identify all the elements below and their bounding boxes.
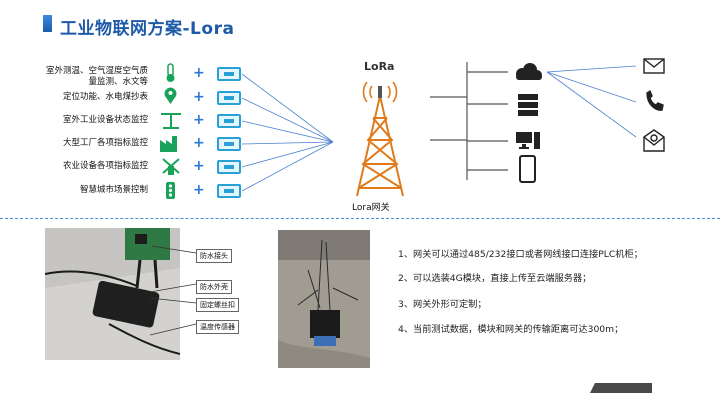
plus-sign: +	[193, 65, 205, 81]
windmill-icon	[162, 158, 180, 175]
cloud-icon	[516, 63, 542, 80]
oil-pump-icon	[161, 113, 181, 129]
plus-sign: +	[193, 158, 205, 174]
server-icon	[518, 94, 538, 116]
title-accent-bar	[43, 15, 52, 32]
note-1: 1、网关可以通过485/232接口或者网线接口连接PLC机柜；	[398, 249, 643, 260]
computer-icon	[516, 132, 540, 149]
note-4: 4、当前测试数据，模块和网关的传输距离可达300m；	[398, 324, 624, 335]
thermometer-icon	[166, 63, 175, 82]
lora-module-chip-icon	[217, 114, 241, 128]
traffic-light-icon	[166, 182, 175, 199]
section-divider	[0, 218, 720, 219]
callout-waterproof-connector: 防水接头	[196, 249, 232, 263]
plus-sign: +	[193, 112, 205, 128]
plus-sign: +	[193, 182, 205, 198]
node-hardware-photo	[45, 228, 180, 360]
phone-icon	[646, 89, 664, 111]
lora-module-chip-icon	[217, 91, 241, 105]
mail-icon	[643, 58, 665, 74]
email-alert-icon	[643, 129, 665, 152]
plus-sign: +	[193, 135, 205, 151]
source-label-metering: 定位功能、水电煤抄表	[62, 92, 148, 102]
note-2: 2、可以选装4G模块，直接上传至云端服务器；	[398, 273, 592, 284]
source-label-industrial: 室外工业设备状态监控	[62, 115, 148, 125]
footer-decoration-bar	[590, 383, 652, 393]
lora-logo: LoRa	[364, 60, 395, 73]
callout-temperature-sensor: 温度传感器	[196, 320, 239, 334]
callout-waterproof-shell: 防水外壳	[196, 280, 232, 294]
note-3: 3、网关外形可定制；	[398, 299, 487, 310]
plus-sign: +	[193, 89, 205, 105]
source-label-smart-city: 智慧城市场景控制	[79, 185, 148, 195]
source-label-agriculture: 农业设备各项指标监控	[62, 161, 148, 171]
source-icons	[160, 63, 181, 199]
lora-module-chip-icon	[217, 160, 241, 174]
notification-icons	[643, 58, 665, 152]
page-title: 工业物联网方案-Lora	[60, 19, 235, 39]
lora-module-chip-icon	[217, 137, 241, 151]
source-label-environment: 室外测温、空气湿度空气质量监测、水文等	[45, 66, 148, 87]
callout-fixing-screw: 固定螺丝扣	[196, 298, 239, 312]
lora-module-chip-icon	[217, 67, 241, 81]
factory-icon	[160, 136, 177, 152]
location-pin-icon	[164, 87, 177, 104]
source-label-factory: 大型工厂各项指标监控	[62, 138, 148, 148]
lora-module-chip-icon	[217, 184, 241, 198]
callout-leader-lines	[150, 245, 197, 336]
gateway-tower-icon	[356, 81, 404, 197]
gateway-label: Lora网关	[352, 203, 390, 213]
smartphone-icon	[519, 155, 536, 183]
terminal-icons	[516, 63, 542, 183]
gateway-device-photo	[278, 230, 370, 368]
